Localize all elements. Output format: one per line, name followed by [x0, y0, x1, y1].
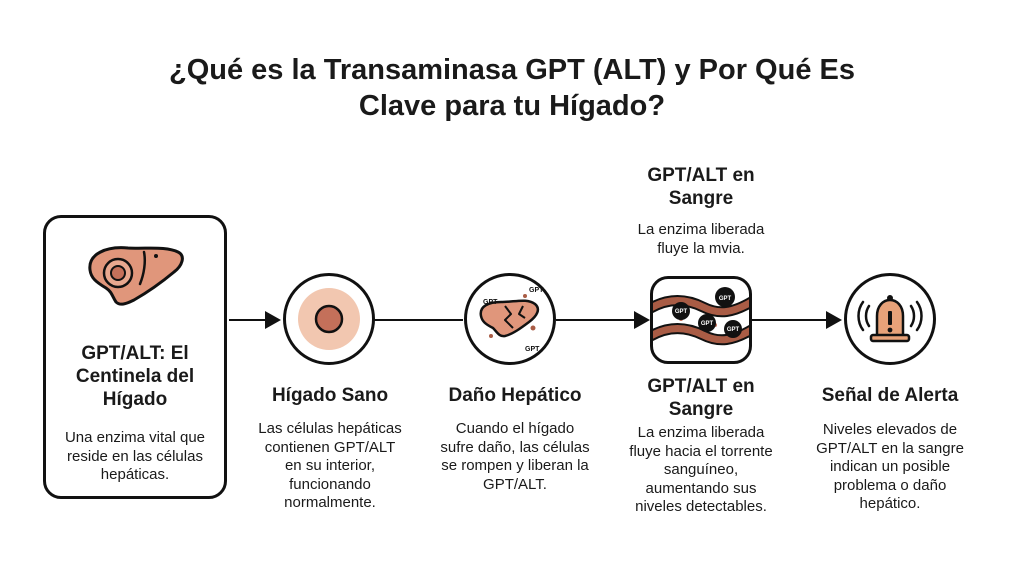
step-3-text-line: Cuando el hígado	[455, 420, 575, 437]
arrow-line	[373, 319, 463, 321]
blood-vessel-icon: GPT GPT GPT GPT	[653, 287, 749, 346]
step-3-text-line: se rompen y liberan la	[441, 457, 589, 474]
step-5-title: Señal de Alerta	[796, 384, 984, 407]
gpt-label: GPT	[727, 327, 740, 333]
step-1-description: Una enzima vital que reside en las célul…	[46, 429, 224, 485]
step-1-text-line: reside en las células	[67, 447, 203, 465]
step-4-title-line: Sangre	[668, 399, 734, 420]
step-4-description: La enzima liberada fluye hacia el torren…	[601, 424, 801, 517]
step-1-title: GPT/ALT: El Centinela del Hígado	[46, 342, 224, 411]
step-1-title-line: GPT/ALT: El	[81, 343, 189, 364]
step-2-title-line: Hígado Sano	[271, 385, 389, 406]
step-4-top-title-line: Sangre	[668, 188, 734, 209]
step-2-description: Las células hepáticas contienen GPT/ALT …	[235, 420, 425, 513]
step-3-title: Daño Hepático	[425, 384, 605, 407]
arrow-head	[634, 311, 650, 329]
arrow-head	[826, 311, 842, 329]
step-3-description: Cuando el hígado sufre daño, las células…	[420, 420, 610, 494]
step-2-text-line: normalmente.	[284, 494, 376, 511]
step-3-circle: GPT GPT GPT	[464, 273, 556, 365]
page-title-line-1: ¿Qué es la Transaminasa GPT (ALT) y Por …	[168, 54, 855, 86]
arrow-line	[752, 319, 828, 321]
gpt-label: GPT	[525, 346, 540, 353]
gpt-label: GPT	[529, 287, 544, 294]
alert-bell-icon	[857, 295, 923, 343]
step-3-title-line: Daño Hepático	[448, 385, 582, 406]
step-4-top-text-line: La enzima liberada	[637, 221, 765, 238]
step-4-box: GPT GPT GPT GPT	[650, 276, 752, 364]
step-5-circle	[844, 273, 936, 365]
step-4-text-line: sanguíneo,	[663, 461, 739, 478]
step-4-text-line: aumentando sus	[645, 479, 757, 497]
page-title-line-2: Clave para tu Hígado?	[358, 90, 666, 122]
gpt-label: GPT	[701, 321, 714, 327]
step-1-title-line: Hígado	[102, 389, 168, 410]
step-4-text-line: fluye hacia el torrente	[629, 442, 773, 460]
damaged-liver-icon: GPT GPT GPT	[479, 287, 544, 353]
liver-icon	[82, 240, 190, 312]
arrow-head	[265, 311, 281, 329]
step-5-title-line: Señal de Alerta	[821, 385, 959, 406]
gpt-label: GPT	[483, 299, 498, 306]
healthy-cell-icon	[298, 288, 360, 350]
gpt-label: GPT	[719, 296, 732, 302]
step-5-text-line: GPT/ALT en la sangre	[816, 439, 964, 457]
step-2-text-line: Las células hepáticas	[258, 420, 402, 437]
step-2-text-line: funcionando	[289, 475, 371, 493]
step-4-top-title: GPT/ALT en Sangre	[615, 164, 787, 210]
step-4-title: GPT/ALT en Sangre	[615, 375, 787, 421]
step-2-text-line: en su interior,	[284, 457, 376, 474]
step-1-text-line: Una enzima vital que	[64, 429, 206, 446]
step-5-description: Niveles elevados de GPT/ALT en la sangre…	[790, 421, 990, 514]
step-2-title: Hígado Sano	[245, 384, 415, 407]
step-5-text-line: indican un posible	[829, 458, 951, 475]
step-4-top-title-line: GPT/ALT en	[647, 165, 755, 186]
step-3-text-line: sufre daño, las células	[440, 438, 590, 456]
step-4-title-line: GPT/ALT en	[647, 376, 755, 397]
step-4-top-text-line: fluye la mvia.	[657, 239, 745, 257]
step-4-text-line: La enzima liberada	[637, 424, 765, 441]
arrow-line	[229, 319, 267, 321]
step-3-text-line: GPT/ALT.	[483, 475, 547, 493]
page-title: ¿Qué es la Transaminasa GPT (ALT) y Por …	[0, 52, 1024, 124]
step-1-text-line: hepáticas.	[100, 466, 170, 483]
step-5-text-line: hepático.	[859, 495, 921, 512]
arrow-line	[556, 319, 636, 321]
step-5-text-line: problema o daño	[833, 476, 947, 494]
step-1-card: GPT/ALT: El Centinela del Hígado Una enz…	[43, 215, 227, 499]
step-1-title-line: Centinela del	[75, 366, 195, 387]
step-4-top-description: La enzima liberada fluye la mvia.	[610, 221, 792, 258]
step-4-text-line: niveles detectables.	[635, 498, 767, 515]
step-2-text-line: contienen GPT/ALT	[264, 438, 396, 456]
step-5-text-line: Niveles elevados de	[822, 421, 958, 438]
step-2-circle	[283, 273, 375, 365]
gpt-label: GPT	[675, 309, 688, 315]
